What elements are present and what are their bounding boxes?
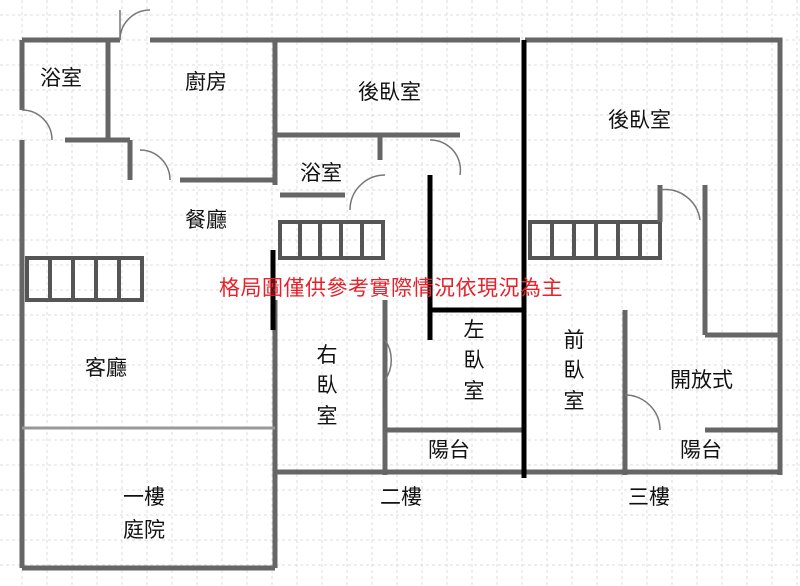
dining-label: 餐廳 xyxy=(185,208,227,232)
front-bedroom-label: 前臥室 xyxy=(563,328,585,413)
stairs xyxy=(25,220,662,302)
walls xyxy=(19,37,783,571)
right-bedroom-label: 右臥室 xyxy=(316,343,338,428)
floor3-balcony-label: 陽台 xyxy=(680,438,722,462)
living-label: 客廳 xyxy=(85,356,127,380)
floor2-bath-label: 浴室 xyxy=(300,161,342,185)
floor2-title: 二樓 xyxy=(380,485,422,509)
left-bedroom-label: 左臥室 xyxy=(463,318,485,403)
floor1-bath-label: 浴室 xyxy=(40,66,82,90)
floor2-balcony-label: 陽台 xyxy=(428,438,470,462)
thick-walls xyxy=(270,40,527,478)
floor1-title: 一樓 xyxy=(123,485,165,509)
floor3-back-bedroom-label: 後臥室 xyxy=(608,108,671,132)
disclaimer-notice: 格局圖僅供參考實際情況依現況為主 xyxy=(219,276,563,300)
kitchen-label: 廚房 xyxy=(185,70,227,94)
floor3-title: 三樓 xyxy=(628,485,670,509)
yard-label: 庭院 xyxy=(123,518,165,542)
doors xyxy=(21,9,701,431)
floor2-back-bedroom-label: 後臥室 xyxy=(358,80,421,104)
open-area-label: 開放式 xyxy=(670,368,733,392)
